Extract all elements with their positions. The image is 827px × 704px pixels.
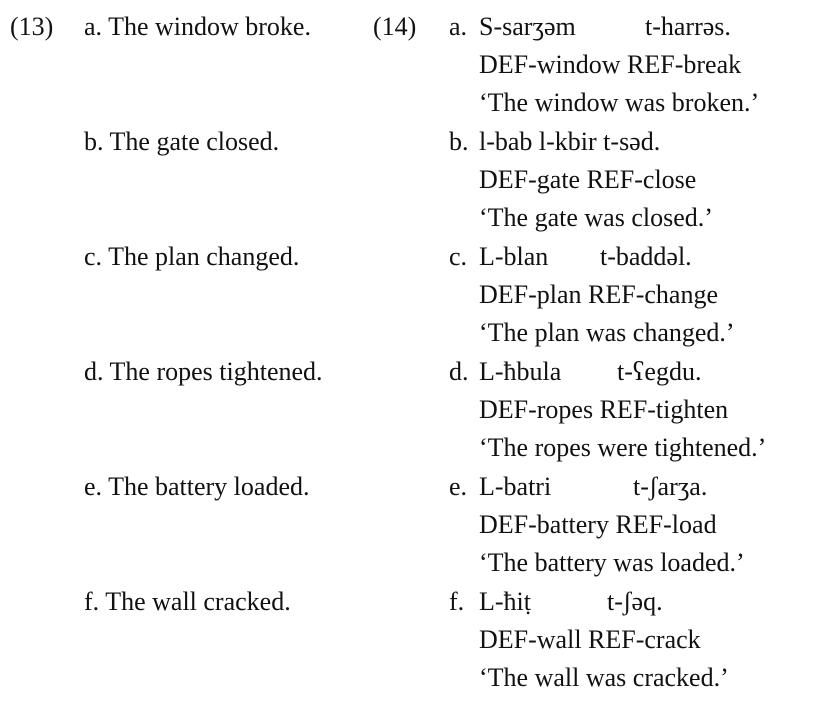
- english-sentence: The battery loaded.: [108, 472, 310, 501]
- transcription-word: L-batri: [479, 472, 552, 501]
- item-label: a.: [449, 12, 468, 41]
- example-number-13: (13): [10, 12, 54, 41]
- gloss-line: DEF-window REF-break: [479, 50, 742, 79]
- english-sentence: The gate closed.: [109, 127, 280, 156]
- gloss-line: DEF-plan REF-change: [479, 280, 719, 309]
- example-number-14: (14): [373, 12, 417, 41]
- item-label: a.: [84, 12, 103, 41]
- transcription-word: L-blan: [479, 242, 549, 271]
- item-label: d.: [449, 357, 469, 386]
- item-label: c.: [84, 242, 103, 271]
- transcription-word: t-harrəs.: [645, 12, 731, 41]
- gloss-line: DEF-wall REF-crack: [479, 625, 701, 654]
- gloss-line: DEF-battery REF-load: [479, 510, 717, 539]
- item-label: b.: [449, 127, 469, 156]
- english-sentence: The window broke.: [108, 12, 311, 41]
- transcription-word: l-bab l-kbir t-səd.: [479, 127, 661, 156]
- transcription-word: L-ħiṭ: [479, 587, 531, 616]
- translation-line: ‘The wall was cracked.’: [479, 663, 729, 692]
- transcription-word: L-ħbula: [479, 357, 562, 386]
- example-13-item: d. The ropes tightened.: [84, 359, 323, 385]
- example-13-item: e. The battery loaded.: [84, 474, 310, 500]
- item-label: f.: [84, 587, 100, 616]
- translation-line: ‘The plan was changed.’: [479, 318, 735, 347]
- english-sentence: The wall cracked.: [105, 587, 291, 616]
- translation-line: ‘The window was broken.’: [479, 88, 760, 117]
- transcription-word: t-ʕegdu.: [617, 357, 702, 386]
- item-label: d.: [84, 357, 104, 386]
- example-13-item: a. The window broke.: [84, 14, 311, 40]
- transcription-word: t-ʃəq.: [607, 587, 663, 616]
- example-13-item: b. The gate closed.: [84, 129, 279, 155]
- transcription-word: t-ʃarʒa.: [633, 472, 708, 501]
- transcription-word: S-sarʒəm: [479, 12, 576, 41]
- english-sentence: The plan changed.: [108, 242, 300, 271]
- translation-line: ‘The ropes were tightened.’: [479, 433, 767, 462]
- item-label: c.: [449, 242, 468, 271]
- gloss-line: DEF-gate REF-close: [479, 165, 697, 194]
- transcription-word: t-baddəl.: [600, 242, 692, 271]
- example-13-item: f. The wall cracked.: [84, 589, 291, 615]
- translation-line: ‘The gate was closed.’: [479, 203, 713, 232]
- item-label: b.: [84, 127, 104, 156]
- example-13-item: c. The plan changed.: [84, 244, 299, 270]
- item-label: e.: [84, 472, 103, 501]
- translation-line: ‘The battery was loaded.’: [479, 548, 745, 577]
- english-sentence: The ropes tightened.: [109, 357, 323, 386]
- gloss-line: DEF-ropes REF-tighten: [479, 395, 729, 424]
- item-label: f.: [449, 587, 465, 616]
- item-label: e.: [449, 472, 468, 501]
